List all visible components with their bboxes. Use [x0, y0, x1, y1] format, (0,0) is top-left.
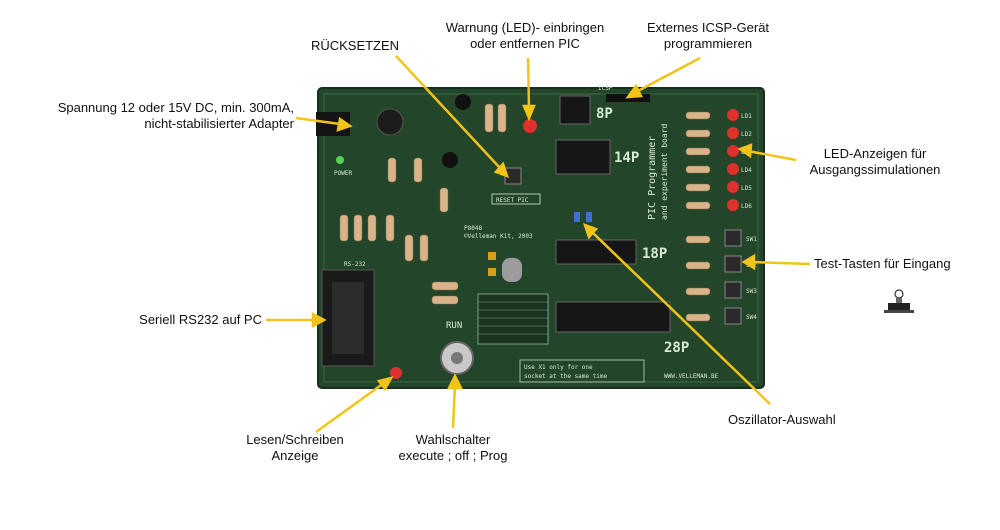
rs232-label: RS-232	[344, 261, 366, 268]
socket-8-label: 8P	[596, 106, 613, 122]
icsp-callout: Externes ICSP-Gerät programmieren	[628, 20, 788, 52]
osc-note-2: socket at the same time	[524, 373, 607, 380]
regulator	[455, 94, 471, 110]
rw-callout-line1: Lesen/Schreiben	[246, 432, 344, 447]
pushbutton-icon	[884, 289, 914, 313]
socket-28	[555, 301, 671, 333]
rw-callout: Lesen/Schreiben Anzeige	[220, 432, 370, 464]
warning-callout: Warnung (LED)- einbringen oder entfernen…	[420, 20, 630, 52]
jumper-2	[586, 212, 592, 222]
svg-text:LD2: LD2	[741, 131, 752, 138]
callout-arrows	[266, 55, 811, 434]
crystal	[502, 258, 522, 282]
rs232-port	[332, 282, 364, 354]
reset-callout: RÜCKSETZEN	[310, 38, 400, 53]
board-title-2: and experiment board	[660, 123, 669, 220]
cap-c6	[488, 268, 496, 276]
warning-callout-line2: oder entfernen PIC	[470, 36, 580, 51]
serial-callout: Seriell RS232 auf PC	[139, 312, 262, 327]
warning-led	[523, 119, 537, 133]
jumper-1	[574, 212, 580, 222]
board-title-1: PIC Programmer	[647, 136, 658, 220]
socket-28-label: 28P	[664, 340, 689, 356]
power-callout-line2: nicht-stabilisierter Adapter	[144, 116, 294, 131]
reset-frame	[491, 193, 541, 205]
power-callout-line1: Spannung 12 oder 15V DC, min. 300mA,	[57, 100, 294, 115]
leds-callout: LED-Anzeigen für Ausgangssimulationen	[790, 146, 960, 178]
svg-text:SW4: SW4	[746, 314, 757, 321]
socket-14-label: 14P	[614, 150, 639, 166]
icsp-callout-line1: Externes ICSP-Gerät	[646, 20, 770, 35]
selector-callout: Wahlschalter execute ; off ; Prog	[378, 432, 528, 464]
leds-callout-line2: Ausgangssimulationen	[809, 162, 941, 177]
run-label: RUN	[446, 321, 462, 331]
buttons-callout: Test-Tasten für Eingang	[814, 256, 951, 271]
socket-8	[559, 95, 591, 125]
svg-text:LD6: LD6	[741, 203, 752, 210]
socket-14	[555, 139, 611, 175]
osc-note-box	[519, 359, 645, 383]
warning-callout-line1: Warnung (LED)- einbringen	[445, 20, 605, 35]
capacitor	[376, 108, 404, 136]
transistor	[442, 152, 458, 168]
power-led	[336, 156, 344, 164]
jumper-table-lines	[478, 301, 548, 335]
oscillator-callout: Oszillator-Auswahl	[728, 412, 836, 427]
socket-18	[555, 239, 637, 265]
power-label: POWER	[334, 170, 352, 177]
svg-text:SW3: SW3	[746, 288, 757, 295]
test-buttons	[724, 229, 742, 325]
website-label: WWW.VELLEMAN.BE	[664, 373, 719, 380]
model-label: P8048	[464, 225, 482, 232]
rw-led	[390, 367, 402, 379]
output-leds	[727, 109, 739, 211]
osc-note-1: Use X1 only for one	[524, 364, 593, 371]
jumper-table	[477, 293, 549, 345]
icsp-label: ICSP	[598, 85, 613, 92]
reset-label: RESET PIC	[496, 197, 529, 204]
leds-callout-line1: LED-Anzeigen für	[823, 146, 927, 161]
selector-callout-line1: Wahlschalter	[415, 432, 491, 447]
resistor-group	[339, 103, 711, 322]
svg-text:LD4: LD4	[741, 167, 752, 174]
selector-callout-line2: execute ; off ; Prog	[398, 448, 508, 463]
icsp-callout-line2: programmieren	[663, 36, 753, 51]
socket-18-label: 18P	[642, 246, 667, 262]
svg-text:LD5: LD5	[741, 185, 752, 192]
svg-text:LD1: LD1	[741, 113, 752, 120]
selector-knob	[451, 352, 463, 364]
rw-callout-line2: Anzeige	[271, 448, 319, 463]
power-callout: Spannung 12 oder 15V DC, min. 300mA, nic…	[4, 100, 294, 132]
svg-text:SW1: SW1	[746, 236, 757, 243]
copyright-label: ©Velleman Kit, 2003	[464, 233, 533, 240]
cap-c7	[488, 252, 496, 260]
